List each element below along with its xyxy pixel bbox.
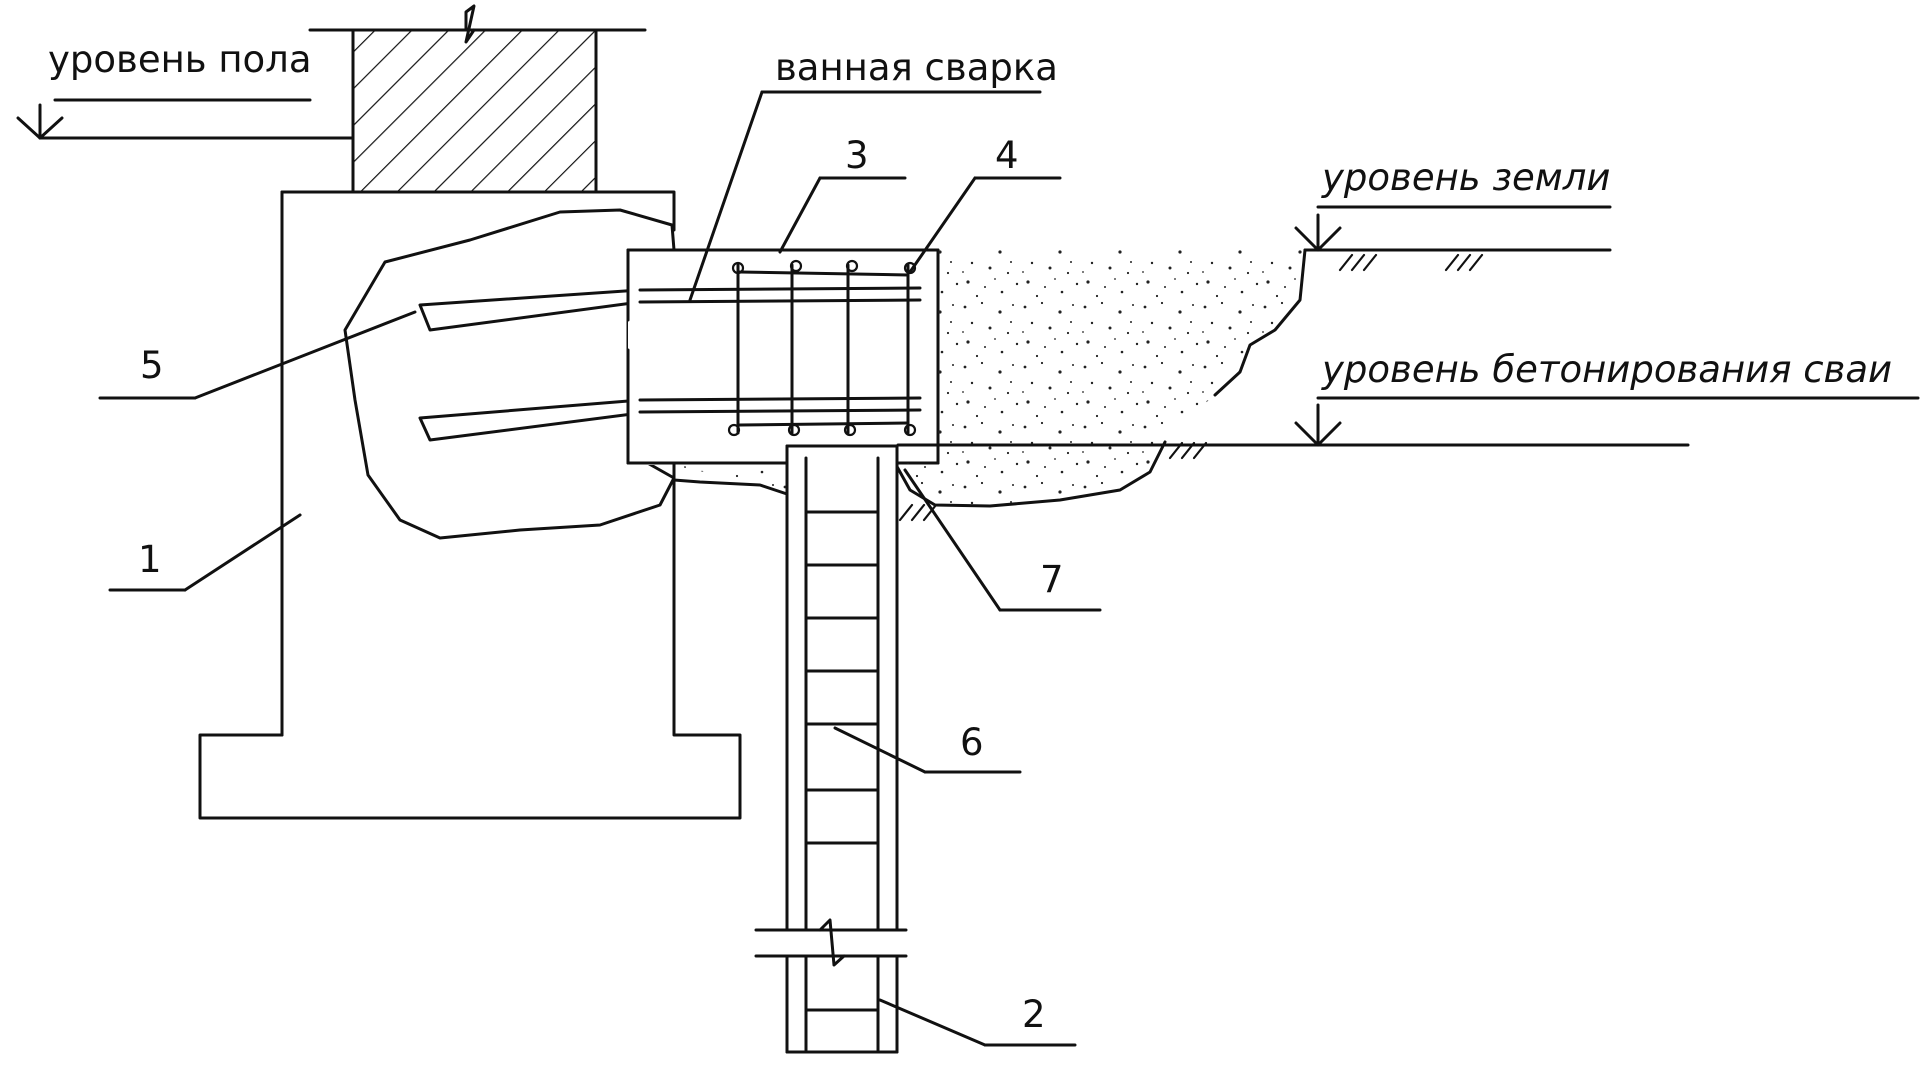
callout-2: 2: [1022, 993, 1046, 1036]
grillage-block: [626, 248, 940, 465]
concrete-hatched-zone: [343, 208, 676, 540]
callout-5: 5: [140, 344, 164, 387]
ground-level-label: уровень земли: [1321, 156, 1610, 199]
pile-concreting-level-mark: [896, 396, 1920, 447]
existing-foundation: [198, 190, 742, 820]
soil-marks: [898, 253, 1484, 522]
floor-level-mark: [16, 98, 355, 140]
callout-1: 1: [138, 538, 162, 581]
rebar-inside-grillage: [638, 259, 922, 437]
callout-6: 6: [960, 721, 984, 764]
pile: [754, 444, 925, 1054]
ground-level-mark: [1294, 205, 1612, 252]
callout-7: 7: [1040, 558, 1064, 601]
pile-concreting-level-label: уровень бетонирования сваи: [1321, 348, 1892, 391]
callout-4: 4: [995, 134, 1019, 177]
floor-level-label: уровень пола: [48, 38, 312, 81]
bath-welding-label: ванная сварка: [775, 46, 1058, 89]
callout-3: 3: [845, 134, 869, 177]
leader-lines: [98, 90, 1102, 1047]
wall-above: [308, 4, 647, 194]
